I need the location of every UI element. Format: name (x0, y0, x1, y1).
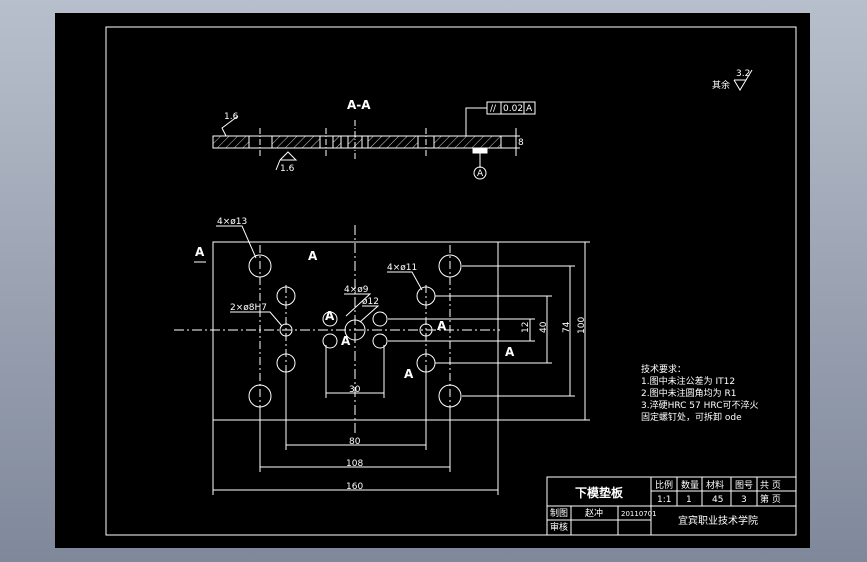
view-letter: A (308, 249, 318, 263)
tb-header: 图号 (735, 480, 753, 491)
section-label: A-A (347, 98, 371, 112)
leader-holes-9 (344, 293, 372, 317)
tb-value: 1 (686, 495, 692, 505)
tb-header: 比例 (655, 479, 673, 491)
callout-holes-9: 4×ø9 (344, 285, 369, 295)
section-hatch (333, 136, 341, 148)
roughness-top-value: 1.6 (224, 112, 239, 122)
tech-note-line: 3.淬硬HRC 57 HRC可不淬火 (641, 399, 758, 411)
callout-holes-13: 4×ø13 (217, 217, 247, 227)
roughness-symbol (279, 151, 298, 161)
view-letter: A (341, 334, 351, 348)
hole-9 (322, 311, 338, 327)
leader-holes-13 (216, 225, 257, 259)
dim-74: 74 (562, 321, 572, 333)
dim-100: 100 (577, 317, 587, 334)
drawn-date: 20110701 (621, 510, 657, 518)
checked-label: 审核 (550, 521, 568, 533)
view-letter: A (505, 345, 515, 359)
tb-header: 共 页 (760, 480, 781, 491)
tb-value: 3 (741, 495, 747, 505)
roughness-other-value: 3.2 (736, 69, 750, 79)
hole-9 (322, 333, 338, 349)
hole-11 (276, 286, 296, 306)
view-letter: A (325, 309, 335, 323)
part-name: 下模垫板 (575, 485, 624, 500)
drawing-sheet (55, 13, 810, 548)
drawn-label: 制图 (550, 507, 568, 519)
thickness-dim: 8 (518, 138, 524, 148)
hole-9 (372, 333, 388, 349)
tb-header: 材料 (706, 479, 724, 491)
tolerance-datum: A (526, 104, 533, 114)
section-hatch (368, 136, 418, 148)
dim-30: 30 (349, 385, 361, 395)
hole-13 (438, 254, 462, 278)
leader-center-hole (359, 305, 380, 323)
center-hole (344, 319, 366, 341)
roughness-symbol-other (733, 79, 747, 91)
dim-160: 160 (346, 482, 363, 492)
section-hatch (434, 136, 501, 148)
hole-13 (248, 254, 272, 278)
cut-mark-label: A (195, 245, 205, 259)
roughness-bottom-value: 1.6 (280, 164, 295, 174)
dim-80: 80 (349, 437, 361, 447)
section-hatch (213, 136, 249, 148)
tech-notes-title: 技术要求： (641, 363, 686, 375)
tb-value: 1:1 (657, 495, 671, 505)
tech-note-line: 2.图中未注圆角均为 R1 (641, 387, 736, 399)
view-letter: A (404, 367, 414, 381)
pin-hole (279, 323, 293, 337)
title-block (546, 476, 797, 536)
tb-value: 第 页 (760, 493, 781, 505)
roughness-other-label: 其余 (712, 79, 730, 91)
dim-12: 12 (521, 322, 531, 333)
leader-holes-11 (387, 271, 423, 291)
callout-holes-11: 4×ø11 (387, 263, 417, 273)
tolerance-symbol: // (490, 104, 497, 114)
school-name: 宜宾职业技术学院 (678, 514, 758, 527)
leader-pin-holes (230, 311, 283, 327)
roughness-symbol (221, 115, 239, 137)
tolerance-value: 0.02 (503, 104, 523, 114)
section-view (212, 69, 753, 180)
technical-notes: 技术要求： 1.图中未注公差为 IT12 2.图中未注圆角均为 R1 3.淬硬H… (641, 363, 758, 423)
tech-note-line: 1.图中未注公差为 IT12 (641, 375, 735, 387)
callout-pin-holes: 2×ø8H7 (230, 303, 267, 313)
callout-center-hole: ø12 (362, 297, 379, 307)
datum-letter: A (477, 169, 484, 179)
dim-108: 108 (346, 459, 363, 469)
pin-hole (419, 323, 433, 337)
view-letter: A (437, 319, 447, 333)
dim-40: 40 (539, 321, 549, 333)
section-hatch (272, 136, 320, 148)
tb-header: 数量 (681, 479, 699, 491)
plan-view (174, 225, 590, 495)
datum-circle (473, 166, 487, 180)
hole-9 (372, 311, 388, 327)
drawn-name: 赵冲 (585, 507, 603, 519)
tb-value: 45 (712, 495, 723, 505)
drawing-border (105, 26, 797, 536)
tech-note-line: 固定螺钉处，可拆卸 ode (641, 411, 742, 423)
